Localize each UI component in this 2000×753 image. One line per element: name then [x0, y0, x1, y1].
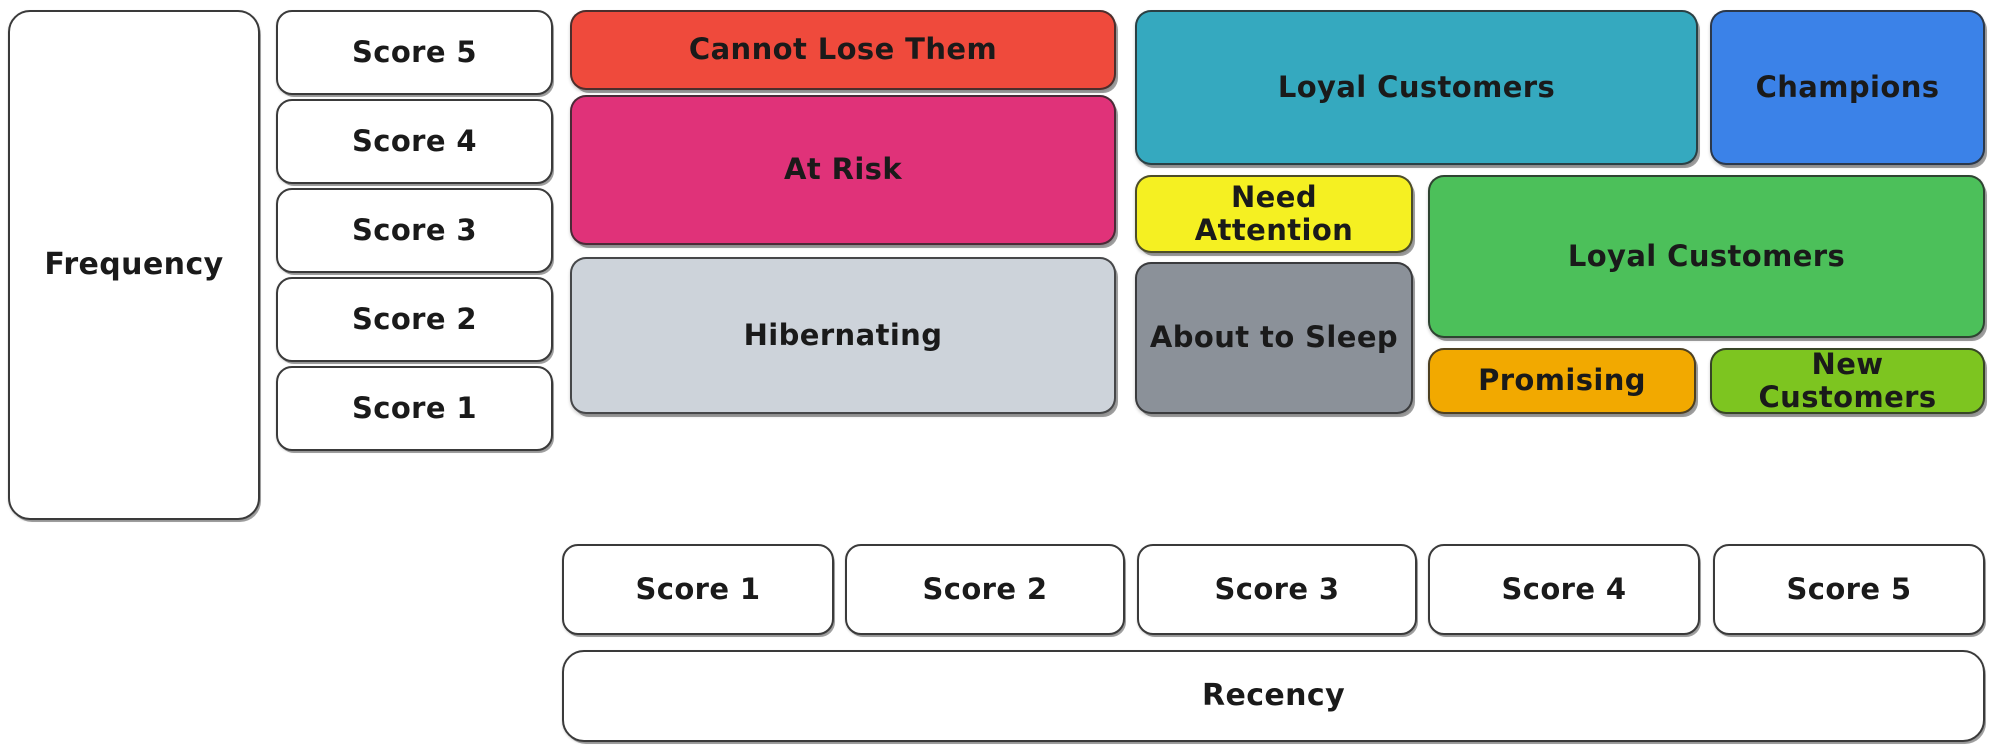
axis-label-recency: Recency — [562, 650, 1985, 742]
segment-need-attention-label: Need Attention — [1194, 179, 1354, 247]
recency-score-4-label: Score 4 — [1501, 571, 1627, 606]
segment-loyal-customers-green[interactable]: Loyal Customers — [1428, 175, 1985, 338]
frequency-score-2-label: Score 2 — [351, 301, 478, 336]
recency-score-5[interactable]: Score 5 — [1713, 544, 1985, 635]
segment-at-risk-label: At Risk — [783, 152, 903, 187]
segment-new-customers[interactable]: New Customers — [1710, 346, 1985, 414]
segment-promising[interactable]: Promising — [1428, 348, 1696, 414]
segment-cannot-lose-them-label: Cannot Lose Them — [688, 32, 998, 67]
segment-need-attention[interactable]: Need Attention — [1135, 175, 1413, 253]
frequency-score-3[interactable]: Score 3 — [276, 188, 553, 273]
recency-score-5-label: Score 5 — [1786, 571, 1912, 606]
frequency-score-1[interactable]: Score 1 — [276, 366, 553, 451]
segment-champions[interactable]: Champions — [1710, 10, 1985, 165]
segment-loyal-customers-teal-label: Loyal Customers — [1277, 69, 1556, 104]
segment-at-risk[interactable]: At Risk — [570, 95, 1116, 245]
recency-score-2[interactable]: Score 2 — [845, 544, 1125, 635]
frequency-score-3-label: Score 3 — [351, 212, 478, 247]
segment-loyal-customers-green-label: Loyal Customers — [1567, 238, 1846, 273]
recency-axis-text: Recency — [1201, 677, 1346, 713]
frequency-score-1-label: Score 1 — [351, 390, 478, 425]
frequency-score-5-label: Score 5 — [351, 34, 478, 69]
frequency-score-2[interactable]: Score 2 — [276, 277, 553, 362]
segment-about-to-sleep-label: About to Sleep — [1149, 320, 1399, 355]
recency-score-2-label: Score 2 — [922, 571, 1048, 606]
segment-loyal-customers-teal[interactable]: Loyal Customers — [1135, 10, 1698, 165]
recency-score-4[interactable]: Score 4 — [1428, 544, 1700, 635]
recency-score-3[interactable]: Score 3 — [1137, 544, 1417, 635]
segment-hibernating-label: Hibernating — [743, 317, 943, 352]
segment-about-to-sleep[interactable]: About to Sleep — [1135, 262, 1413, 414]
segment-cannot-lose-them[interactable]: Cannot Lose Them — [570, 10, 1116, 90]
recency-score-3-label: Score 3 — [1214, 571, 1340, 606]
segment-hibernating[interactable]: Hibernating — [570, 257, 1116, 414]
recency-score-1-label: Score 1 — [635, 571, 761, 606]
axis-label-frequency: Frequency — [8, 10, 260, 520]
segment-champions-label: Champions — [1755, 69, 1940, 104]
frequency-score-4[interactable]: Score 4 — [276, 99, 553, 184]
frequency-score-5[interactable]: Score 5 — [276, 10, 553, 95]
segment-promising-label: Promising — [1478, 363, 1646, 398]
segment-new-customers-label: New Customers — [1758, 346, 1937, 414]
frequency-score-4-label: Score 4 — [351, 123, 478, 158]
recency-score-1[interactable]: Score 1 — [562, 544, 834, 635]
frequency-axis-text: Frequency — [44, 246, 224, 282]
